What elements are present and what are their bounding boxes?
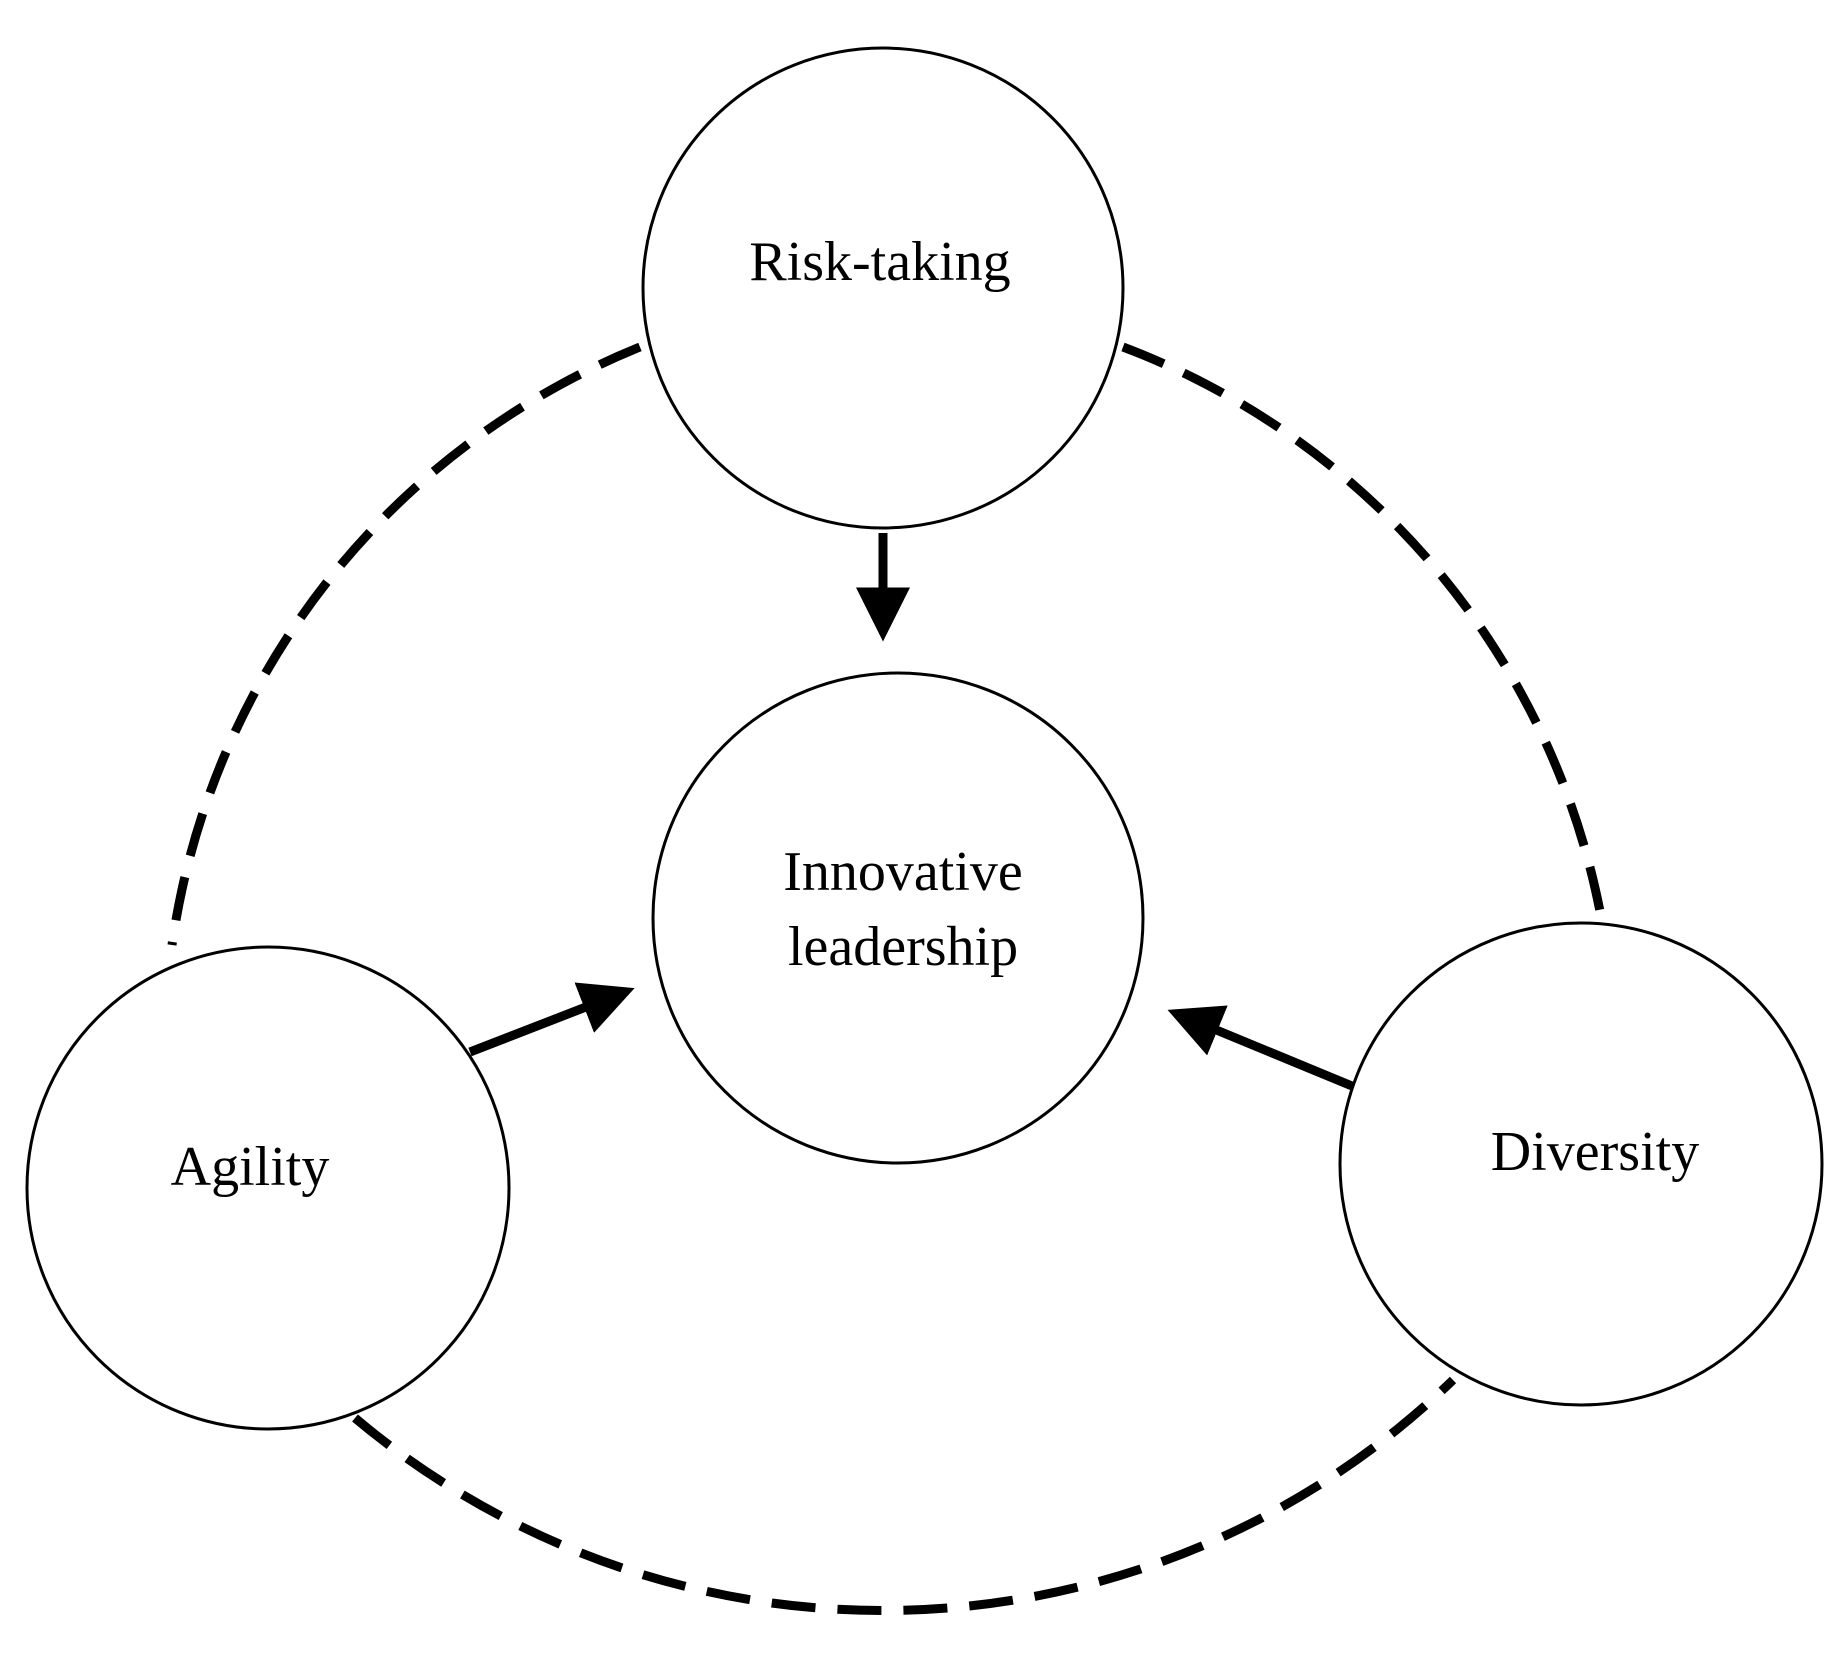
node-agility-label: Agility [171, 1136, 330, 1198]
dashed-link-agility-diversity [352, 1376, 1457, 1616]
node-risk-taking-circle [641, 46, 1125, 530]
node-innovative-leadership-circle [651, 671, 1145, 1165]
node-agility-circle [25, 945, 511, 1431]
node-diversity-circle [1338, 921, 1824, 1407]
node-risk-taking: Risk-taking [641, 46, 1125, 530]
arrow-diversity-to-center [1167, 1005, 1354, 1091]
node-innovative-leadership-label-line1: Innovative [783, 841, 1022, 903]
node-diversity-label: Diversity [1491, 1121, 1699, 1183]
dashed-link-risk-diversity [1121, 342, 1607, 923]
node-agility: Agility [25, 945, 511, 1431]
dashed-link-risk-agility [167, 342, 642, 946]
node-risk-taking-label: Risk-taking [749, 231, 1010, 293]
node-innovative-leadership: Innovative leadership [651, 671, 1145, 1165]
node-diversity: Diversity [1338, 921, 1824, 1407]
arrow-agility-to-center [468, 982, 635, 1057]
node-innovative-leadership-label-line2: leadership [788, 916, 1018, 978]
